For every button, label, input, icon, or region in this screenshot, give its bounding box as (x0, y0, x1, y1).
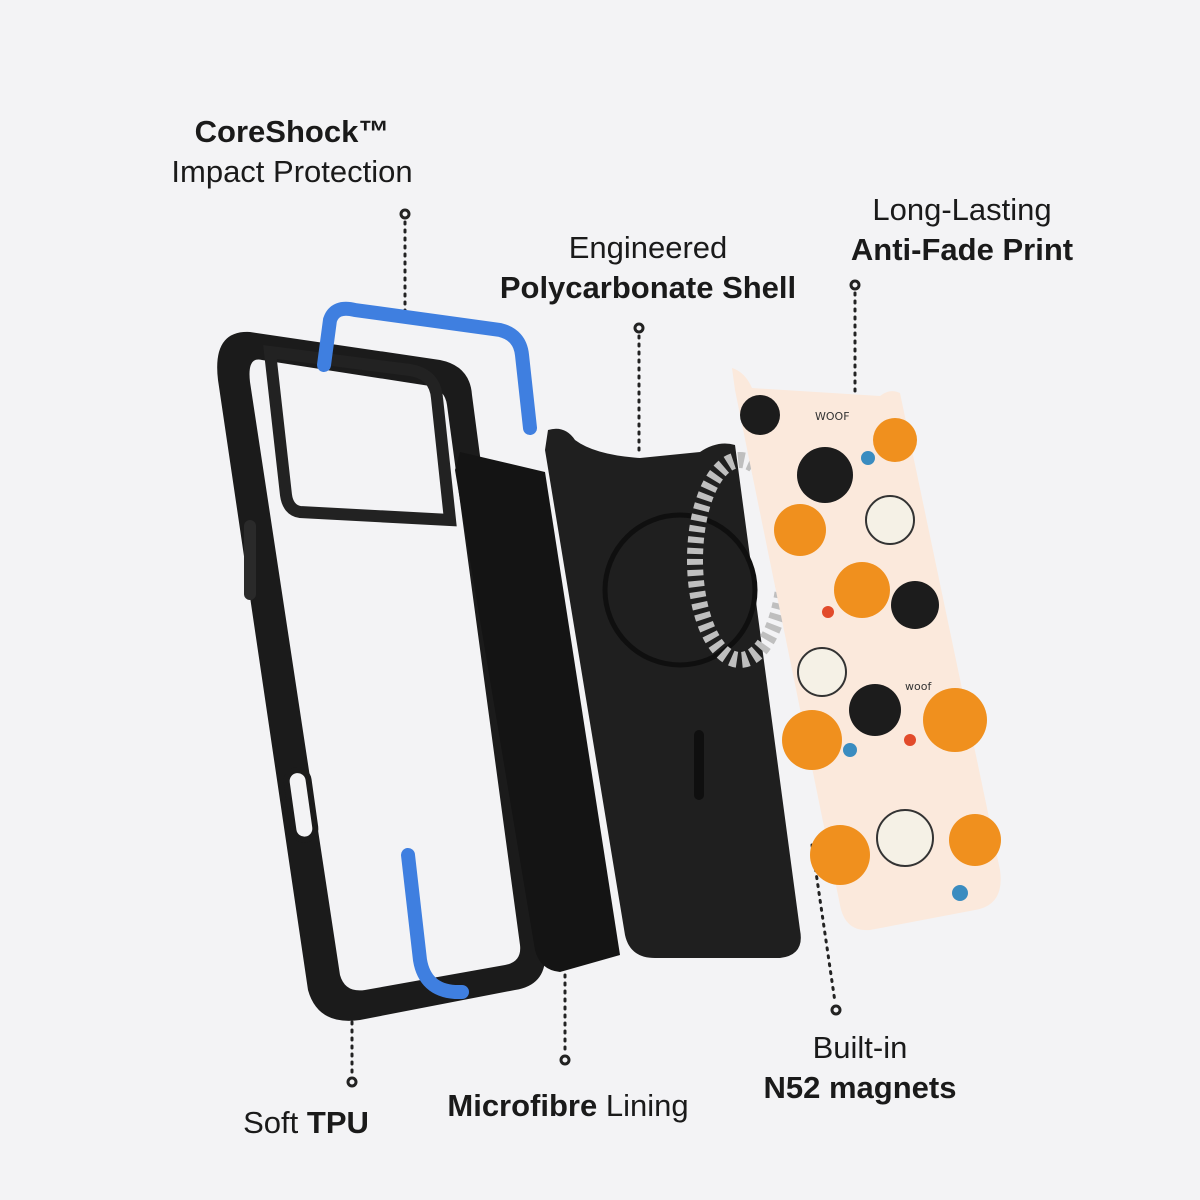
magnets-title: N52 magnets (763, 1070, 957, 1105)
coreshock-subtitle: Impact Protection (171, 154, 413, 189)
dot-coreshock (399, 208, 411, 220)
print-text-woof-2: woof (905, 680, 932, 693)
shell-title: Polycarbonate Shell (499, 270, 797, 305)
coreshock-corners (317, 301, 537, 999)
label-magnets: Built-in N52 magnets (764, 1028, 957, 1108)
tpu-subtitle: Soft (243, 1105, 299, 1140)
dot-lining (559, 1054, 571, 1066)
print-title: Anti-Fade Print (850, 232, 1074, 267)
label-lining: Microfibre Lining (447, 1086, 688, 1126)
microfibre-lining (455, 452, 620, 972)
label-coreshock: CoreShock™ Impact Protection (171, 112, 412, 192)
coreshock-title: CoreShock™ (194, 114, 390, 149)
lining-subtitle: Lining (605, 1088, 689, 1123)
tpu-title: TPU (306, 1105, 369, 1140)
polycarbonate-shell (545, 428, 801, 958)
print-text-woof: WOOF (815, 410, 850, 423)
shell-subtitle: Engineered (568, 230, 728, 265)
dot-shell (633, 322, 645, 334)
label-shell: Engineered Polycarbonate Shell (500, 228, 796, 308)
dot-print (849, 279, 861, 291)
dot-magnets (830, 1004, 842, 1016)
print-subtitle: Long-Lasting (872, 192, 1052, 227)
anti-fade-print-back: WOOF woof (732, 368, 1001, 931)
magnets-subtitle: Built-in (812, 1030, 908, 1065)
label-print: Long-Lasting Anti-Fade Print (851, 190, 1073, 270)
dot-tpu (346, 1076, 358, 1088)
label-tpu: Soft TPU (243, 1103, 369, 1143)
lining-title: Microfibre (447, 1088, 598, 1123)
